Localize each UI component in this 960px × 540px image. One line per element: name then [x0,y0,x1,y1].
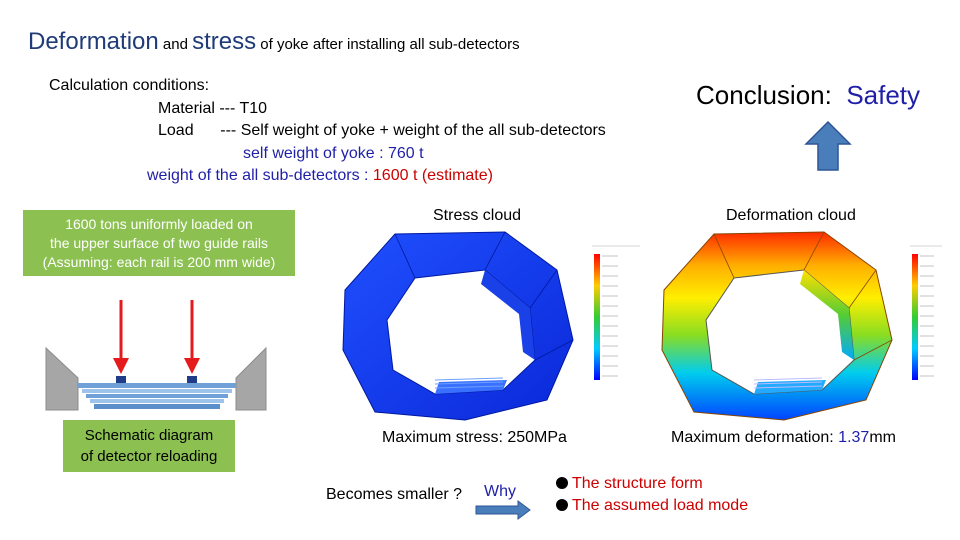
max-deformation-unit: mm [869,429,896,446]
question-text: Becomes smaller ? [326,486,463,503]
title-deformation: Deformation [28,28,159,55]
up-arrow-icon [804,120,852,171]
bullet-icon [556,477,568,489]
conditions-load: Load --- Self weight of yoke + weight of… [158,122,606,139]
right-arrow-icon [475,500,531,520]
stress-heading: Stress cloud [433,207,522,224]
max-deformation: Maximum deformation: 1.37mm [671,429,896,447]
schematic-caption-line1: Schematic diagram [84,427,214,444]
load-note-box: 1600 tons uniformly loaded on the upper … [23,210,295,276]
conditions-subdet: weight of the all sub-detectors : 1600 t… [147,165,493,187]
conclusion: Conclusion: Safety [696,80,920,111]
max-deformation-value: 1.37 [838,429,870,446]
reason-1-text: The structure form [572,475,703,492]
conditions-material: Material --- T10 [158,100,268,117]
conditions-heading: Calculation conditions: [49,77,210,94]
stress-legend [592,245,640,380]
subdet-label: weight of the all sub-detectors : [147,167,373,184]
schematic-diagram [45,300,267,411]
bullet-icon [556,499,568,511]
schematic-caption-line2: of detector reloading [80,448,218,465]
reason-item-1: The structure form [556,475,703,493]
schematic-caption-box: Schematic diagram of detector reloading [63,420,235,472]
load-note-line2: the upper surface of two guide rails [50,234,268,251]
conclusion-value: Safety [846,80,921,110]
subdet-value: 1600 t (estimate) [372,167,493,184]
deformation-cloud-image [661,231,893,421]
title-stress: stress [192,28,257,55]
load-note-line1: 1600 tons uniformly loaded on [65,215,253,232]
conclusion-label: Conclusion: [696,80,847,110]
page-title: Deformation and stress of yoke after ins… [28,28,520,56]
load-note-line3: (Assuming: each rail is 200 mm wide) [42,253,276,270]
stress-cloud-image [342,231,574,421]
max-deformation-label: Maximum deformation: [671,429,839,446]
title-and: and [158,36,193,53]
max-stress-label: Maximum stress: 250MPa [382,429,567,446]
title-rest: of yoke after installing all sub-detecto… [256,36,520,53]
reason-2-text: The assumed load mode [572,497,749,514]
deformation-heading: Deformation cloud [726,207,856,224]
reason-item-2: The assumed load mode [556,497,748,515]
conditions-self-weight: self weight of yoke : 760 t [243,145,424,162]
deformation-legend [910,245,942,380]
question-why: Why [484,483,516,500]
